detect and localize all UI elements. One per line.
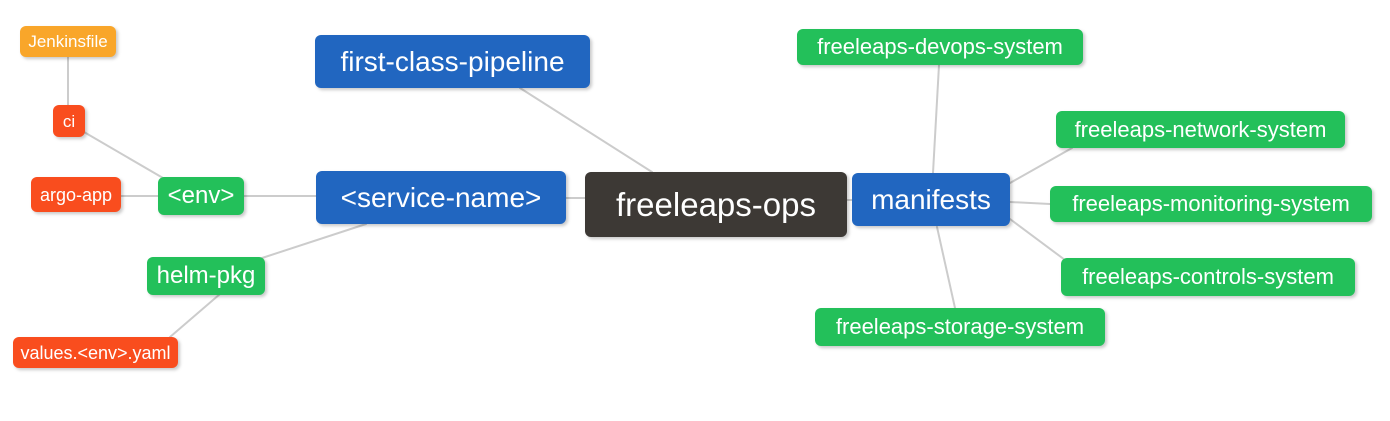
node-network-system[interactable]: freeleaps-network-system xyxy=(1056,111,1345,148)
node-service-name[interactable]: <service-name> xyxy=(316,171,566,224)
edge-manifests-to-monitoring-system xyxy=(1009,201,1051,205)
edge-manifests-to-devops-system xyxy=(932,64,940,174)
node-helm-pkg[interactable]: helm-pkg xyxy=(147,257,265,295)
edge-manifests-to-storage-system xyxy=(936,226,956,309)
edge-manifests-to-controls-system xyxy=(1009,218,1066,261)
node-values-env-yaml[interactable]: values.<env>.yaml xyxy=(13,337,178,368)
node-ci[interactable]: ci xyxy=(53,105,85,137)
node-argo-app[interactable]: argo-app xyxy=(31,177,121,212)
node-monitoring-system[interactable]: freeleaps-monitoring-system xyxy=(1050,186,1372,222)
node-storage-system[interactable]: freeleaps-storage-system xyxy=(815,308,1105,346)
node-controls-system[interactable]: freeleaps-controls-system xyxy=(1061,258,1355,296)
edge-first-class-pipeline-to-freeleaps-ops xyxy=(519,87,653,173)
edge-helm-pkg-to-service-name xyxy=(261,223,367,259)
node-manifests[interactable]: manifests xyxy=(852,173,1010,226)
node-freeleaps-ops[interactable]: freeleaps-ops xyxy=(585,172,847,237)
node-jenkinsfile[interactable]: Jenkinsfile xyxy=(20,26,116,57)
edge-manifests-to-network-system xyxy=(1009,147,1073,184)
edge-ci-to-env xyxy=(83,131,164,179)
node-first-class-pipeline[interactable]: first-class-pipeline xyxy=(315,35,590,88)
node-env[interactable]: <env> xyxy=(158,177,244,215)
edge-values-env-yaml-to-helm-pkg xyxy=(169,293,221,338)
node-devops-system[interactable]: freeleaps-devops-system xyxy=(797,29,1083,65)
